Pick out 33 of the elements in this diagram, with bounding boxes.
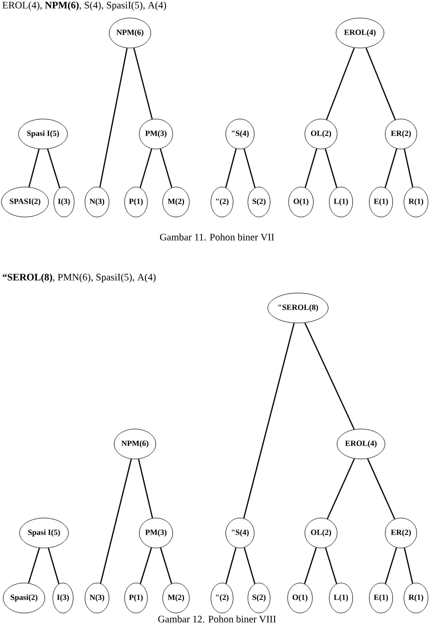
tree-branch bbox=[160, 548, 172, 584]
tree-branch bbox=[243, 322, 295, 518]
tree-branch bbox=[138, 458, 154, 518]
tree-branch bbox=[225, 547, 237, 584]
tree-branch bbox=[384, 547, 398, 584]
tree-branch bbox=[404, 148, 414, 188]
tree-branch bbox=[244, 148, 256, 188]
tree-branch bbox=[28, 148, 40, 188]
tree-branch bbox=[160, 148, 172, 188]
figure-caption: Gambar 11. Pohon biner VII bbox=[160, 233, 274, 241]
tree-branch bbox=[365, 48, 396, 120]
code-sequence: “SEROL(8), PMN(6), SpasiI(5), A(4) bbox=[2, 273, 156, 283]
tree-branch bbox=[326, 458, 355, 520]
tree-branch bbox=[99, 48, 128, 188]
tree-branch bbox=[244, 547, 256, 584]
tree-branch bbox=[324, 547, 338, 584]
tree-branch bbox=[384, 148, 398, 188]
tree-branch bbox=[140, 548, 152, 584]
tree-branch bbox=[304, 322, 355, 430]
tree-branch bbox=[304, 547, 317, 584]
tree-branch bbox=[367, 458, 396, 520]
tree-branch bbox=[48, 548, 60, 584]
figure-caption: Gambar 12. Pohon biner VIII bbox=[158, 615, 276, 623]
tree-branch bbox=[140, 148, 152, 188]
tree-branch bbox=[28, 548, 40, 584]
tree-branch bbox=[100, 458, 132, 584]
tree-branch bbox=[404, 548, 414, 584]
tree-branch bbox=[304, 148, 318, 188]
tree-branch bbox=[225, 148, 237, 188]
tree-branch bbox=[47, 148, 60, 188]
tree-branch bbox=[324, 148, 338, 188]
tree-branch bbox=[133, 48, 153, 120]
tree-branch bbox=[326, 48, 355, 120]
